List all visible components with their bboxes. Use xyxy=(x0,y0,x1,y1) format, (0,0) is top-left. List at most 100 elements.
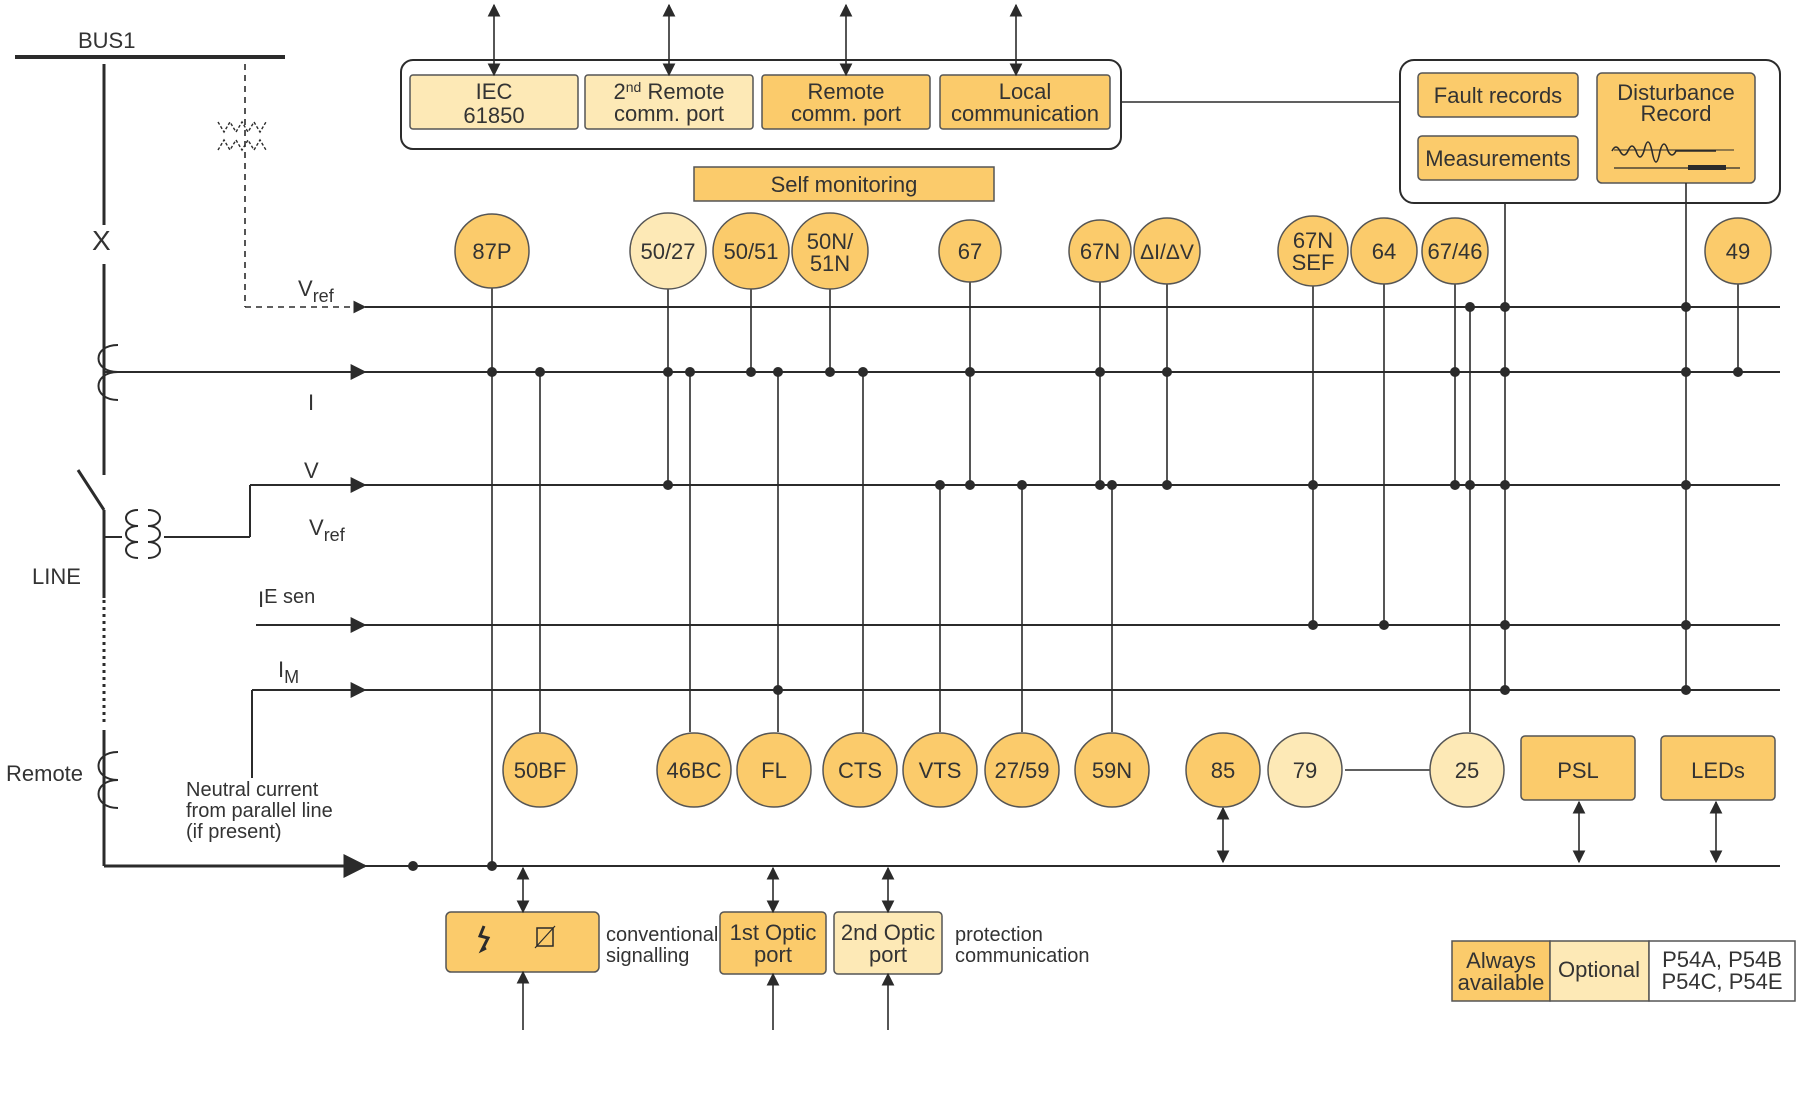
svg-text:64: 64 xyxy=(1372,239,1396,264)
fn-67[interactable]: 67 xyxy=(938,219,1002,283)
svg-text:ΔI/ΔV: ΔI/ΔV xyxy=(1140,241,1194,264)
svg-text:communication: communication xyxy=(951,101,1099,126)
comm-port-remote[interactable]: Remote comm. port xyxy=(761,3,931,130)
fn-CTS[interactable]: CTS xyxy=(822,732,898,808)
leds-box[interactable]: LEDs xyxy=(1660,735,1776,801)
svg-text:available: available xyxy=(1458,970,1545,995)
relay-contact-icon xyxy=(477,925,491,954)
svg-text:comm. port: comm. port xyxy=(614,101,724,126)
optic-port-2nd[interactable]: 2nd Optic port xyxy=(833,866,943,1030)
fn-50-51[interactable]: 50/51 xyxy=(712,212,790,290)
circuit-breaker-mark: X xyxy=(92,225,111,256)
comm-port-iec61850[interactable]: IEC 61850 xyxy=(409,3,579,130)
legend-models xyxy=(1648,940,1796,1002)
svg-text:VTS: VTS xyxy=(919,758,962,783)
svg-text:1st Optic: 1st Optic xyxy=(730,920,817,945)
fn-79[interactable]: 79 xyxy=(1267,732,1343,808)
neutral-current-note: Neutral current from parallel line (if p… xyxy=(186,779,338,843)
svg-text:49: 49 xyxy=(1726,239,1750,264)
svg-text:61850: 61850 xyxy=(463,103,524,128)
fn-85[interactable]: 85 xyxy=(1185,732,1261,808)
svg-text:87P: 87P xyxy=(472,239,511,264)
im-label: IM xyxy=(278,657,299,687)
svg-text:50/27: 50/27 xyxy=(640,239,695,264)
svg-text:Remote: Remote xyxy=(807,79,884,104)
svg-text:P54C, P54E: P54C, P54E xyxy=(1661,969,1782,994)
svg-text:Optional: Optional xyxy=(1558,957,1640,982)
svg-text:Fault records: Fault records xyxy=(1434,83,1562,108)
svg-text:PSL: PSL xyxy=(1557,758,1599,783)
svg-text:67/46: 67/46 xyxy=(1427,239,1482,264)
fn-27-59[interactable]: 27/59 xyxy=(984,732,1060,808)
svg-text:59N: 59N xyxy=(1092,758,1132,783)
fn-64[interactable]: 64 xyxy=(1350,217,1418,285)
legend-optional-swatch xyxy=(1549,940,1650,1002)
legend-always-swatch xyxy=(1451,940,1551,1002)
svg-text:79: 79 xyxy=(1293,758,1317,783)
self-monitoring-box: Self monitoring xyxy=(693,166,995,202)
svg-text:50BF: 50BF xyxy=(514,758,567,783)
iesen-label: IE sen xyxy=(258,586,315,612)
psl-box[interactable]: PSL xyxy=(1520,735,1636,801)
fault-records-box[interactable]: Fault records xyxy=(1417,72,1579,118)
svg-text:Record: Record xyxy=(1641,101,1712,126)
bottom-function-connectors xyxy=(535,302,1723,864)
fn-67N[interactable]: 67N xyxy=(1068,219,1132,283)
fn-46BC[interactable]: 46BC xyxy=(656,732,732,808)
fn-delta-i-delta-v[interactable]: ΔI/ΔV xyxy=(1133,217,1201,285)
svg-text:Local: Local xyxy=(999,79,1052,104)
conventional-signalling-label: conventional signalling xyxy=(606,924,724,967)
svg-text:port: port xyxy=(869,942,907,967)
remote-ct-icon xyxy=(97,751,119,809)
comm-port-2nd-remote[interactable]: 2nd Remote comm. port xyxy=(584,3,754,130)
fn-FL[interactable]: FL xyxy=(736,732,812,808)
fn-87P[interactable]: 87P xyxy=(454,213,530,289)
svg-text:51N: 51N xyxy=(810,251,850,276)
svg-text:27/59: 27/59 xyxy=(994,758,1049,783)
svg-text:P54A, P54B: P54A, P54B xyxy=(1662,947,1782,972)
primary-system: BUS1 X LINE Remote xyxy=(6,28,368,878)
i-label: I xyxy=(308,390,314,415)
svg-text:67N: 67N xyxy=(1293,228,1333,253)
fn-50-27[interactable]: 50/27 xyxy=(629,212,707,290)
svg-text:50/51: 50/51 xyxy=(723,239,778,264)
fn-67-46[interactable]: 67/46 xyxy=(1421,217,1489,285)
waveform-icon xyxy=(1611,141,1716,163)
fn-50BF[interactable]: 50BF xyxy=(502,732,578,808)
svg-text:85: 85 xyxy=(1211,758,1235,783)
svg-text:SEF: SEF xyxy=(1292,250,1335,275)
svg-text:50N/: 50N/ xyxy=(807,229,854,254)
disturbance-record-box[interactable]: Disturbance Record xyxy=(1596,72,1756,184)
protection-communication-label: protection communication xyxy=(955,924,1090,967)
v-label: V xyxy=(304,458,319,483)
vref-mid-label: Vref xyxy=(309,515,346,545)
line-label: LINE xyxy=(32,564,81,589)
fn-50N-51N[interactable]: 50N/ 51N xyxy=(791,212,869,290)
svg-text:67: 67 xyxy=(958,239,982,264)
svg-text:25: 25 xyxy=(1455,758,1479,783)
svg-text:IEC: IEC xyxy=(476,79,513,104)
bus1-label: BUS1 xyxy=(78,28,135,53)
fn-25[interactable]: 25 xyxy=(1429,732,1505,808)
measurements-box[interactable]: Measurements xyxy=(1417,135,1579,181)
opto-input-icon xyxy=(536,927,554,947)
svg-text:comm. port: comm. port xyxy=(791,101,901,126)
svg-text:LEDs: LEDs xyxy=(1691,758,1745,783)
fn-VTS[interactable]: VTS xyxy=(902,732,978,808)
bus-vt-icon xyxy=(217,120,267,152)
comm-port-local[interactable]: Local communication xyxy=(939,3,1111,130)
fn-59N[interactable]: 59N xyxy=(1074,732,1150,808)
legend: Always available Optional P54A, P54B P54… xyxy=(1451,940,1796,1002)
svg-text:Always: Always xyxy=(1466,948,1536,973)
fn-67N-SEF[interactable]: 67N SEF xyxy=(1277,215,1349,287)
svg-text:port: port xyxy=(754,942,792,967)
svg-text:2nd Optic: 2nd Optic xyxy=(841,920,935,945)
top-function-connectors xyxy=(487,183,1743,871)
signal-buses xyxy=(365,306,1780,871)
optic-port-1st[interactable]: 1st Optic port xyxy=(719,866,827,1030)
isolator-icon xyxy=(76,469,106,511)
fn-49[interactable]: 49 xyxy=(1704,217,1772,285)
svg-text:46BC: 46BC xyxy=(666,758,721,783)
conventional-signalling-box[interactable] xyxy=(445,866,600,1030)
vref-top-label: Vref xyxy=(298,276,335,306)
